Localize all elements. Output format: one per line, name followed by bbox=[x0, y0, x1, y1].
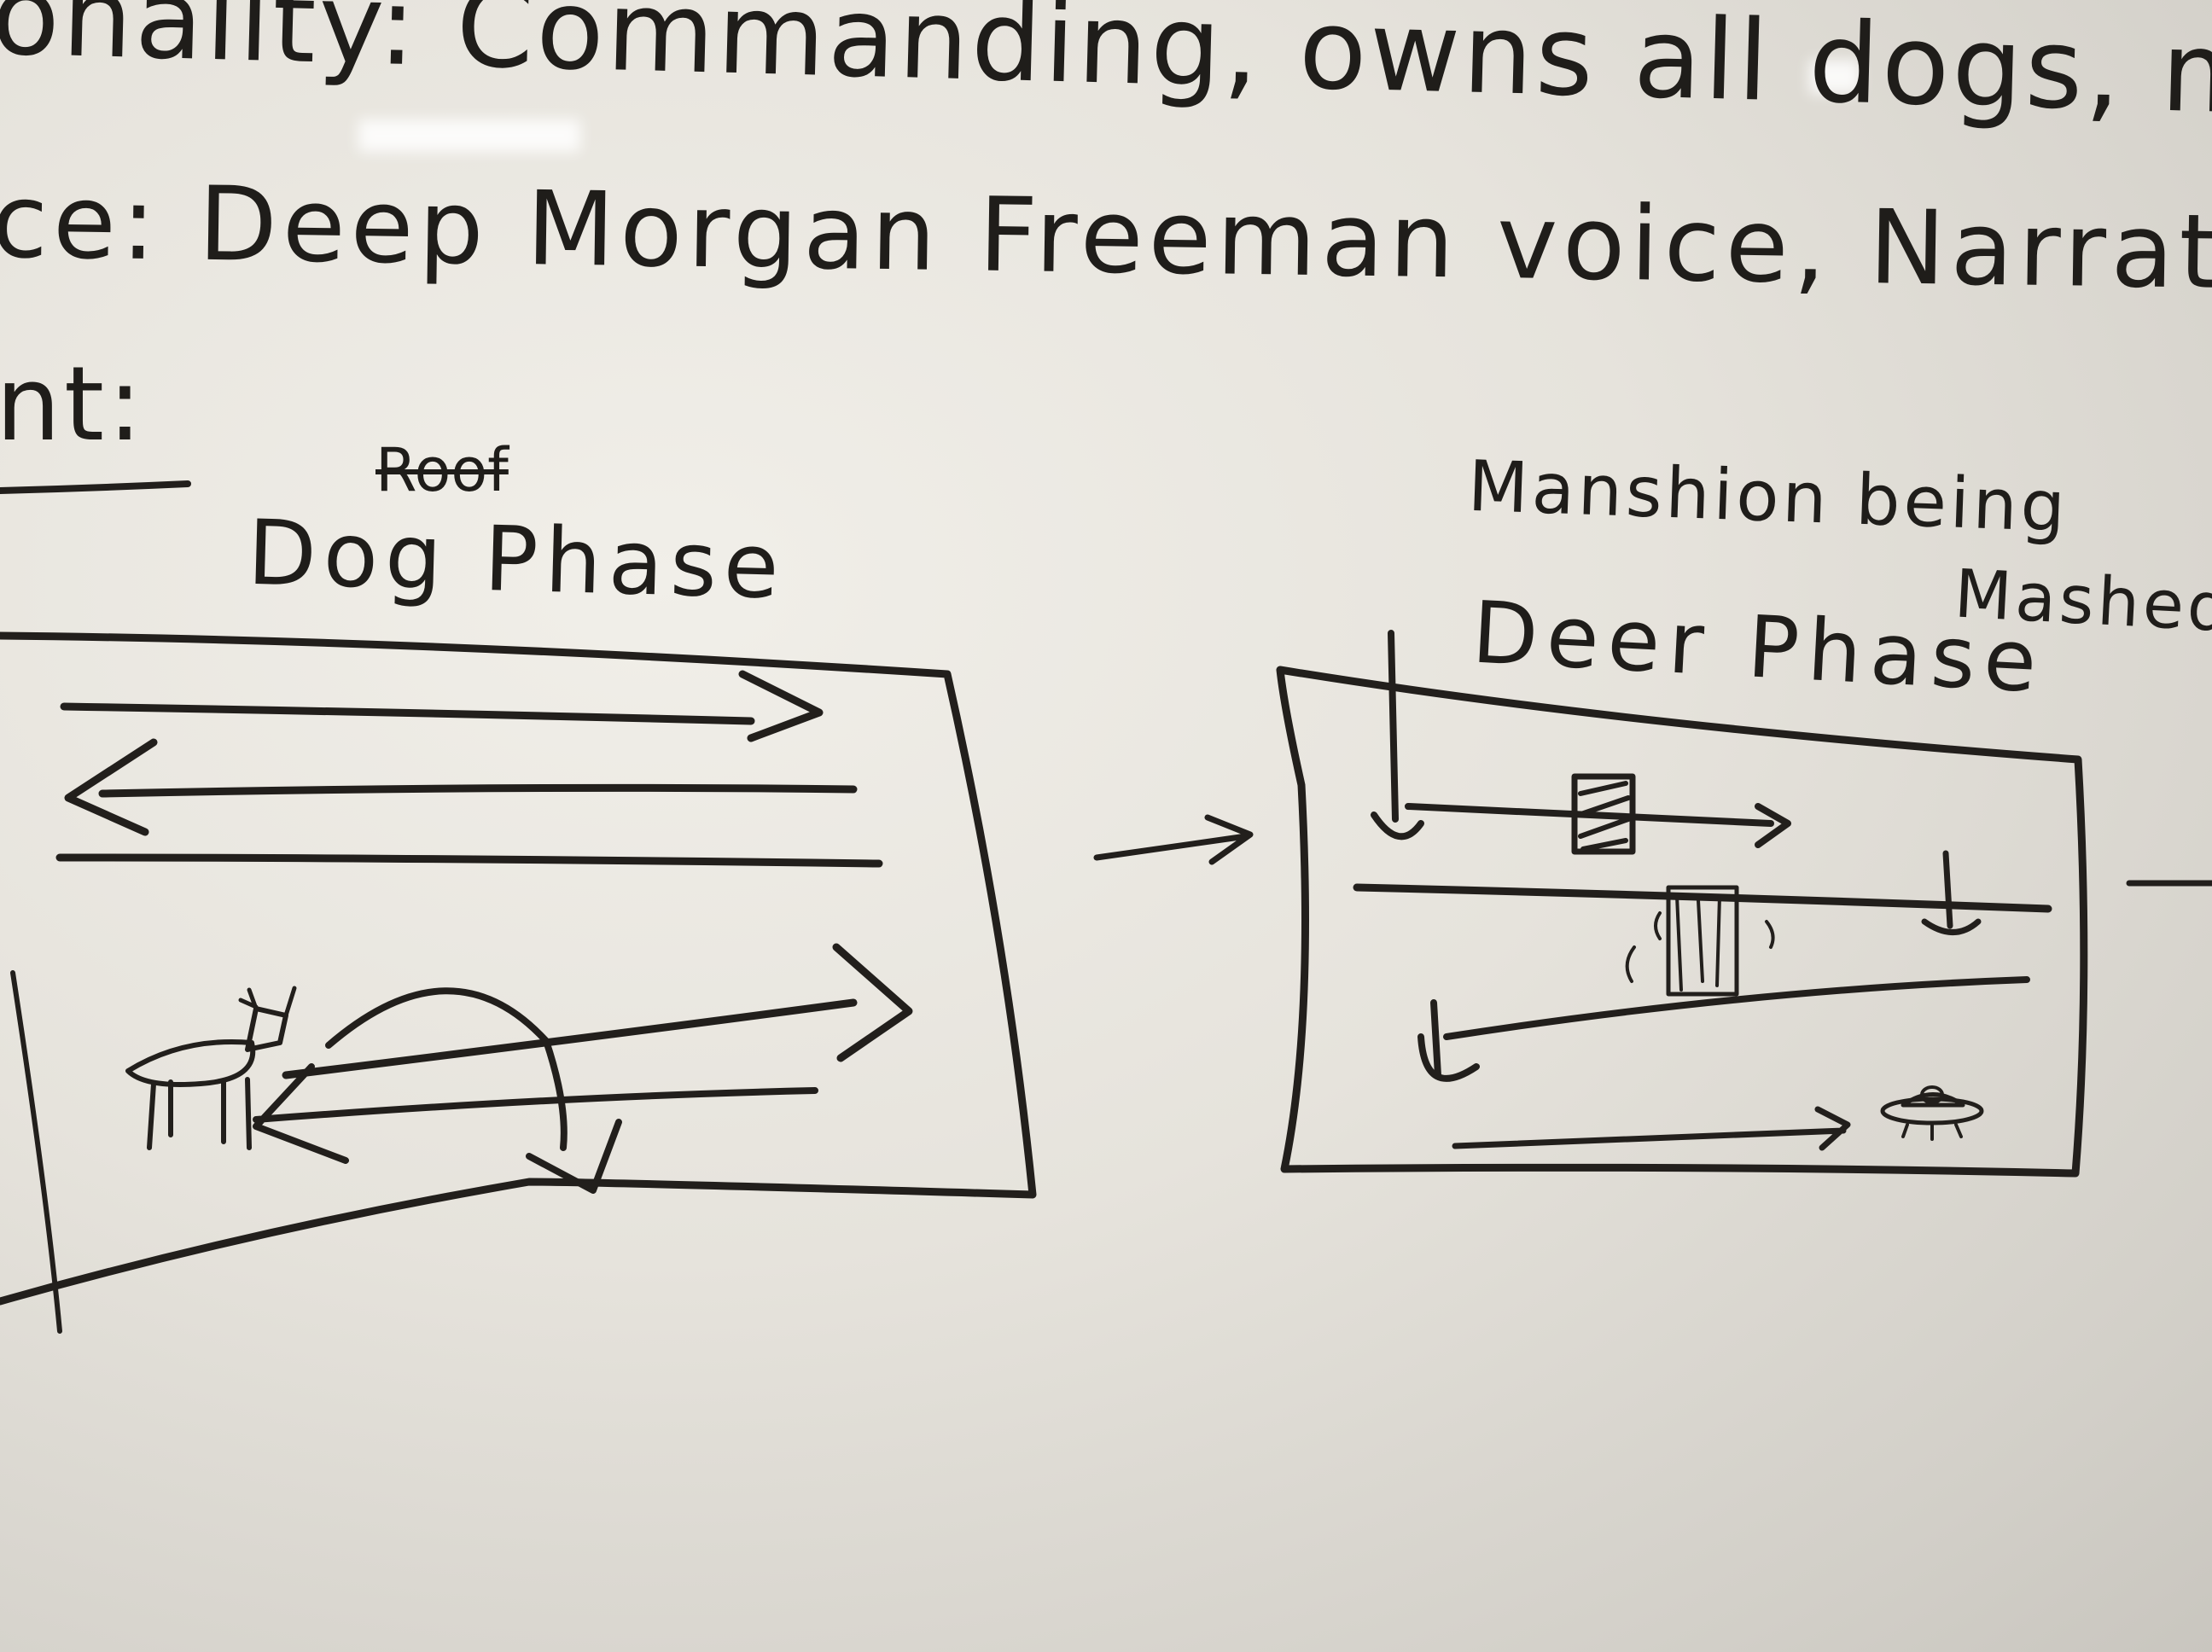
path-arrow bbox=[60, 670, 824, 742]
ceiling-light-reflection bbox=[1809, 60, 1860, 94]
deer-phase-panel bbox=[1276, 630, 2088, 1178]
path-arrow bbox=[1452, 1106, 1851, 1151]
ufo-icon bbox=[1880, 1085, 1984, 1141]
floor-line bbox=[55, 853, 883, 868]
jump-arc bbox=[325, 987, 568, 1151]
content-underline bbox=[0, 480, 191, 494]
content-line: nt: bbox=[0, 346, 146, 464]
crossed-out-label: Roof bbox=[375, 435, 509, 505]
transition-arrow bbox=[1093, 814, 1254, 865]
drop-arrow bbox=[1921, 850, 1982, 935]
path-arrow bbox=[1405, 803, 1791, 848]
ceiling-light-reflection bbox=[358, 119, 580, 152]
checkmark-icon bbox=[526, 1119, 622, 1194]
path-arrow bbox=[253, 1063, 818, 1164]
path-arrow bbox=[282, 943, 913, 1079]
dog-phase-panel bbox=[0, 631, 1037, 1306]
floor-line bbox=[1353, 883, 2052, 913]
deer-icon bbox=[125, 986, 297, 1150]
crumbling-mansion-icon bbox=[1625, 885, 1775, 997]
left-margin-line bbox=[10, 970, 62, 1334]
floor-line bbox=[1443, 976, 2030, 1040]
path-arrow bbox=[64, 738, 858, 836]
mansion-scribble bbox=[1576, 781, 1631, 852]
panel-outline bbox=[1276, 666, 2088, 1178]
drop-arrow bbox=[1371, 630, 1424, 841]
drop-arrow bbox=[1417, 999, 1480, 1082]
panel-outline bbox=[0, 631, 1037, 1306]
mansion-box-icon bbox=[1571, 773, 1636, 855]
